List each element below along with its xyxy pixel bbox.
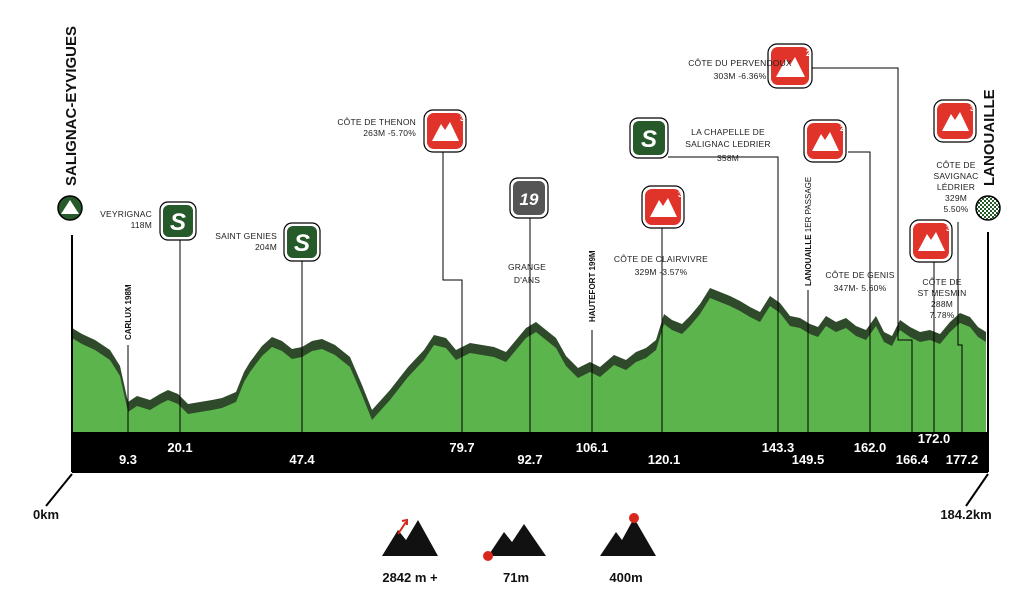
km-marker: 20.1 xyxy=(167,440,192,455)
start-tick xyxy=(45,473,73,507)
min-altitude-icon xyxy=(483,524,546,561)
svg-text:3: 3 xyxy=(946,224,951,233)
svg-text:S: S xyxy=(294,230,310,257)
finish-flag-icon xyxy=(975,195,1001,221)
climb-badge-thenon: 3 xyxy=(423,109,467,153)
start-distance: 0km xyxy=(33,507,59,522)
climb-badge-st-mesmin: 3 xyxy=(909,219,953,263)
sprint-badge-saint-genies: S xyxy=(283,222,321,262)
km-marker: 120.1 xyxy=(648,452,681,467)
svg-text:19: 19 xyxy=(520,190,539,209)
climb-badge-pervendoux: 2 xyxy=(767,43,813,89)
min-altitude-value: 71m xyxy=(503,570,529,585)
elevation-gain-value: 2842 m + xyxy=(382,570,438,585)
chapelle-pole xyxy=(668,156,779,432)
genis-pole xyxy=(848,151,871,432)
climb-badge-genis: 2 xyxy=(803,119,847,163)
svg-text:S: S xyxy=(170,209,186,236)
climb-badge-savignac: 3 xyxy=(933,99,977,143)
km-marker: 172.0 xyxy=(918,431,951,446)
km-marker: 79.7 xyxy=(449,440,474,455)
marker-poles xyxy=(179,67,963,432)
km-marker: 106.1 xyxy=(576,440,609,455)
climb-badge-clairvivre: 3 xyxy=(641,185,685,229)
km-marker: 9.3 xyxy=(119,452,137,467)
pervendoux-pole xyxy=(810,67,913,432)
km-marker: 166.4 xyxy=(896,452,929,467)
km-marker: 92.7 xyxy=(517,452,542,467)
savignac-pole xyxy=(957,222,963,432)
km-marker: 162.0 xyxy=(854,440,887,455)
km-marker: 143.3 xyxy=(762,440,795,455)
finish-tick xyxy=(965,473,989,507)
carlux-label: CARLUX 198M xyxy=(124,284,133,340)
sprint-badge-chapelle: S xyxy=(629,117,669,159)
svg-text:S: S xyxy=(641,126,657,153)
max-altitude-icon xyxy=(600,513,656,556)
km-band xyxy=(72,432,988,472)
finish-town-label: LANOUAILLE xyxy=(981,89,998,186)
lanouaille-pass-label: LANOUAILLE 1ER PASSAGE xyxy=(804,177,813,286)
finish-distance: 184.2km xyxy=(940,507,991,522)
feed-zone-badge: 19 xyxy=(509,177,549,219)
km-marker: 47.4 xyxy=(289,452,315,467)
km-marker: 177.2 xyxy=(946,452,979,467)
profile-fill xyxy=(72,298,986,432)
elevation-gain-icon xyxy=(382,518,438,556)
thenon-pole xyxy=(442,152,463,432)
start-town-label: SALIGNAC-EYVIGUES xyxy=(63,26,80,186)
km-marker: 149.5 xyxy=(792,452,825,467)
svg-text:3: 3 xyxy=(460,114,465,123)
svg-text:3: 3 xyxy=(970,104,975,113)
svg-text:3: 3 xyxy=(678,190,683,199)
max-altitude-value: 400m xyxy=(609,570,642,585)
svg-text:2: 2 xyxy=(806,49,811,58)
start-icon xyxy=(57,195,83,221)
hautefort-label: HAUTEFORT 199M xyxy=(588,250,597,322)
sprint-badge-veyrignac: S xyxy=(159,201,197,241)
svg-text:2: 2 xyxy=(840,124,845,133)
